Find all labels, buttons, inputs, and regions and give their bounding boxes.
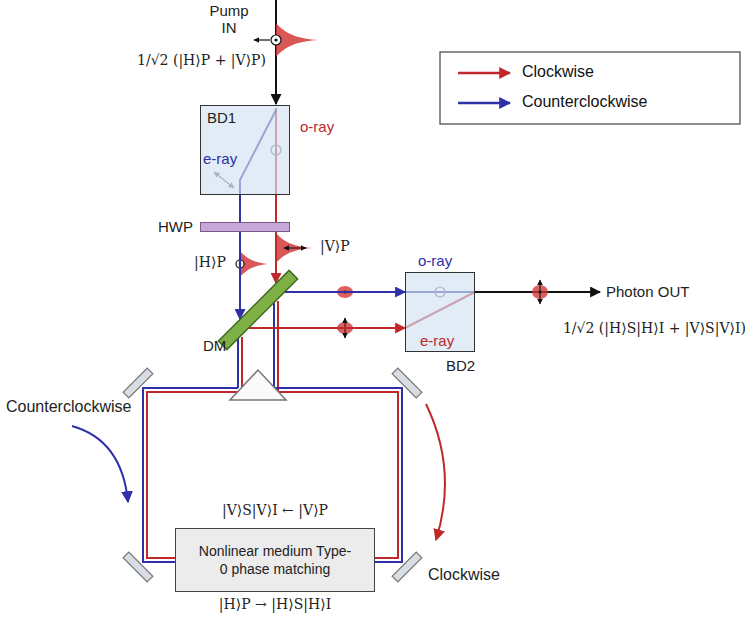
- polarization-symbol: [540, 280, 541, 304]
- half-wave-plate: HWP: [200, 222, 290, 232]
- ring-beam: [277, 301, 279, 392]
- mirror: [392, 368, 422, 398]
- text-label: e-ray: [420, 332, 454, 349]
- legend-text: Clockwise: [522, 63, 594, 81]
- beam-line: [239, 195, 241, 222]
- beam-line: [239, 232, 241, 319]
- beam-line: [275, 195, 277, 222]
- text-label: 1/√2 (|H⟩P + |V⟩P): [135, 52, 268, 68]
- text-label: Clockwise: [428, 566, 500, 584]
- polarization-symbol: [271, 35, 281, 45]
- ring-beam: [237, 337, 239, 388]
- text-label: 1/√2 (|H⟩S|H⟩I + |V⟩S|V⟩I): [561, 320, 748, 336]
- mirror: [123, 552, 153, 582]
- node-label: BD2: [446, 357, 475, 374]
- text-label: o-ray: [300, 118, 334, 135]
- legend-sample: [458, 72, 510, 75]
- text-label: e-ray: [203, 150, 237, 167]
- polarization-symbol: [274, 38, 277, 41]
- text-label: o-ray: [418, 252, 452, 269]
- node-label: HWP: [158, 218, 193, 235]
- text-label: |V⟩S|V⟩I ← |V⟩P: [220, 502, 330, 518]
- node-label: BD1: [207, 109, 236, 126]
- dichroic-mirror: DM: [223, 275, 293, 345]
- direction-arrow: [426, 404, 445, 540]
- text-label: |H⟩P: [192, 254, 228, 270]
- ring-beam: [273, 301, 275, 388]
- node-label: DM: [203, 337, 226, 354]
- pump-pulse: [276, 24, 318, 56]
- text-label: |V⟩P: [318, 238, 352, 254]
- mirror: [392, 552, 422, 582]
- polarization-symbol: [284, 248, 306, 249]
- beam-line: [285, 291, 405, 293]
- nonlinear-crystal: Nonlinear medium Type-0 phase matching: [175, 528, 375, 592]
- beam-line: [275, 232, 277, 283]
- text-label: Photon OUT: [606, 283, 689, 300]
- legend-sample: [458, 102, 510, 105]
- pulse: [276, 234, 312, 262]
- mirror: [123, 368, 153, 398]
- direction-arrow: [72, 426, 128, 502]
- beam-line: [249, 327, 405, 329]
- text-label: Counterclockwise: [6, 398, 131, 416]
- polarization-symbol: [254, 39, 270, 40]
- ring-beam: [241, 337, 243, 392]
- text-label: |H⟩P → |H⟩S|H⟩I: [217, 596, 333, 612]
- mirror-shape: [223, 275, 293, 345]
- legend-text: Counterclockwise: [522, 93, 647, 111]
- text-label: Pump IN: [205, 2, 253, 37]
- prism-mirror: [230, 370, 286, 400]
- mirror-body: [218, 270, 297, 349]
- legend-box: [440, 52, 740, 124]
- beam-connector: [240, 195, 276, 222]
- node-label: Nonlinear medium Type-0 phase matching: [195, 542, 355, 578]
